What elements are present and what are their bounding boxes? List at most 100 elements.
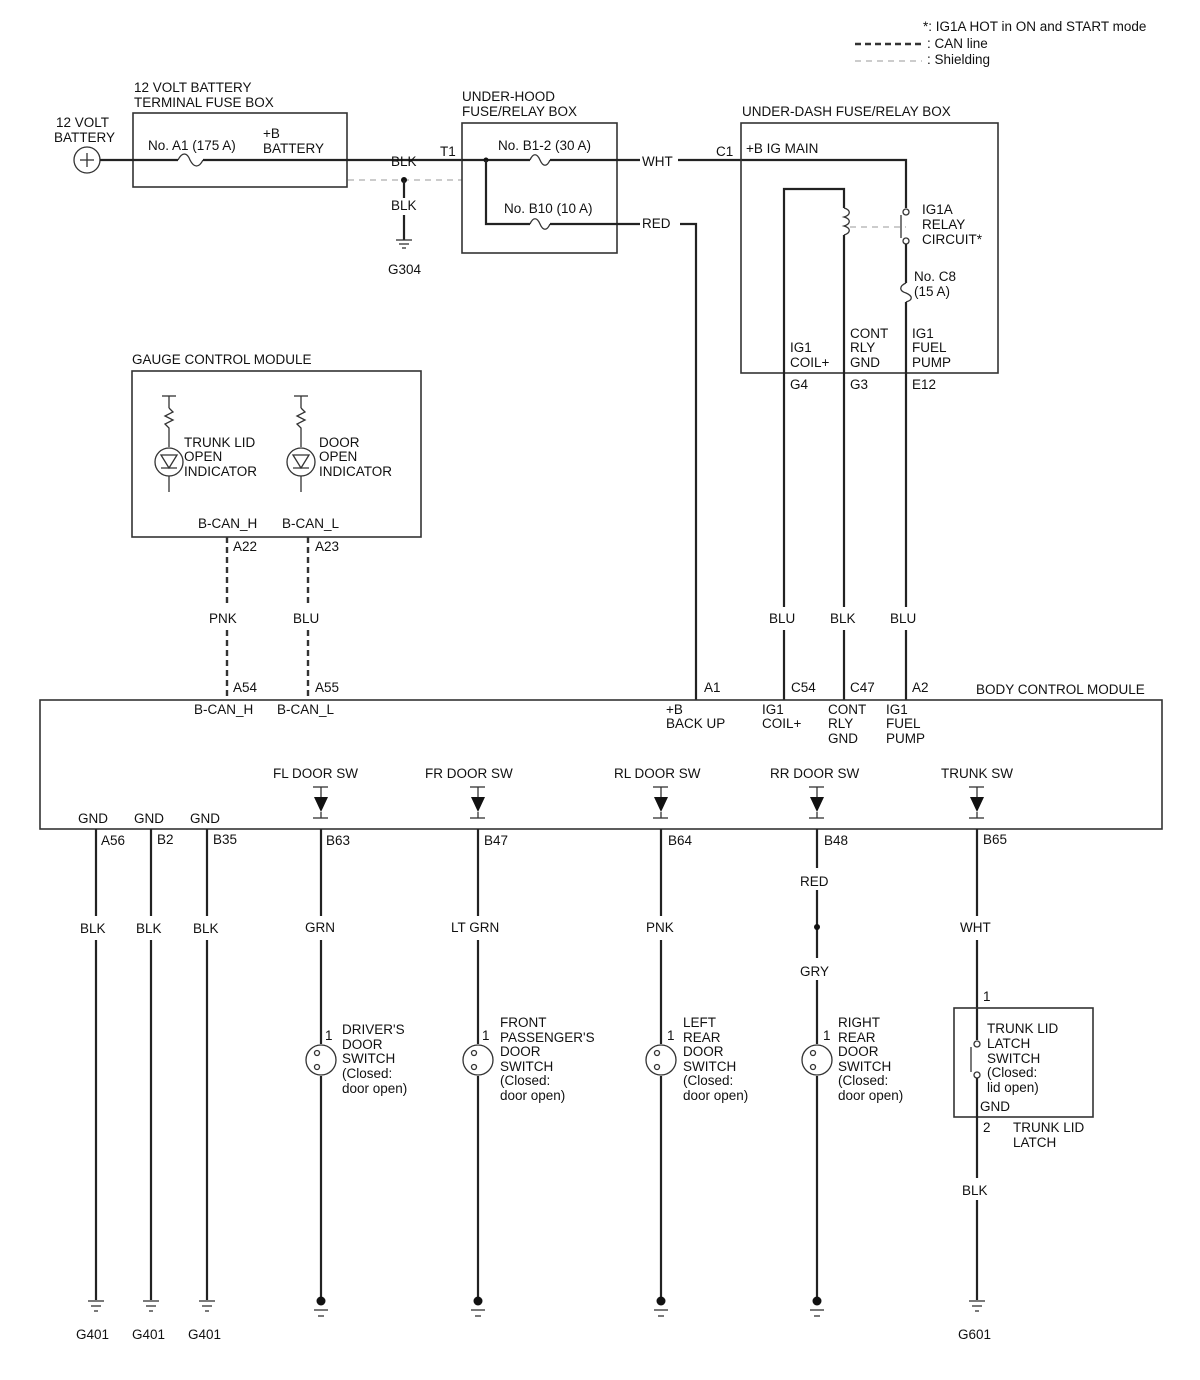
fr-switch-line4: SWITCH (500, 1059, 553, 1074)
wire-grn: GRN (305, 920, 335, 935)
relay-label-line1: IG1A (922, 202, 953, 217)
underdash-term-e12: E12 (912, 377, 936, 392)
underdash-pin-g4-line1: IG1 (790, 340, 812, 355)
right-rear-door-switch-icon (801, 1044, 833, 1076)
terminal-fuse-box-out-line2: BATTERY (263, 141, 324, 156)
ground-g304-branch: BLK BLK G304 (348, 154, 462, 277)
driver-switch-line5: door open) (342, 1081, 407, 1096)
bcm-pin-cont-line1: CONT (828, 702, 866, 717)
ground-g401-a: G401 (76, 1327, 109, 1342)
wire-blk-trunk: BLK (962, 1183, 988, 1198)
wire-pnk-rl: PNK (646, 920, 674, 935)
bcm-pin-cont-line3: GND (828, 731, 858, 746)
wire-blk-top: BLK (391, 154, 417, 169)
fr-switch-line3: DOOR (500, 1044, 541, 1059)
wire-red-underhood: RED (642, 216, 671, 231)
bcm-gnd-b35-label: GND (190, 811, 220, 826)
trunk-indicator-line3: INDICATOR (184, 464, 257, 479)
trunk-latch-sw-line3: SWITCH (987, 1051, 1040, 1066)
underdash-terminal-c1: C1 (716, 144, 733, 159)
legend: *: IG1A HOT in ON and START mode : CAN l… (855, 19, 1146, 67)
wire-blk-b35: BLK (193, 921, 219, 936)
rr-switch-line3: DOOR (838, 1044, 879, 1059)
trunk-indicator-line1: TRUNK LID (184, 435, 256, 450)
case-ground-icons (314, 1296, 824, 1317)
driver-switch-pin: 1 (325, 1028, 333, 1043)
rl-switch-line2: REAR (683, 1030, 721, 1045)
wire-blk-down: BLK (391, 198, 417, 213)
battery-label-line2: BATTERY (54, 130, 115, 145)
ground-g401-c: G401 (188, 1327, 221, 1342)
fr-switch-line5: (Closed: (500, 1073, 550, 1088)
driver-switch-line2: DOOR (342, 1037, 383, 1052)
trunk-latch-pin1: 1 (983, 989, 991, 1004)
underdash-fuse-box: UNDER-DASH FUSE/RELAY BOX C1 +B IG MAIN … (716, 104, 999, 700)
rl-switch-line5: (Closed: (683, 1073, 733, 1088)
legend-relay-note: *: IG1A HOT in ON and START mode (923, 19, 1146, 34)
rr-switch-line1: RIGHT (838, 1015, 880, 1030)
trunk-latch-outline (953, 1007, 1094, 1118)
bcm-pin-can-l: B-CAN_L (277, 702, 335, 717)
driver-switch-line1: DRIVER'S (342, 1022, 405, 1037)
underdash-box-outline (740, 122, 999, 374)
underdash-term-g3: G3 (850, 377, 868, 392)
fuse-b1-2-label: No. B1-2 (30 A) (498, 138, 591, 153)
bcm-pin-fuel-line2: FUEL (886, 716, 921, 731)
gauge-module-title: GAUGE CONTROL MODULE (132, 352, 312, 367)
bcm-pin-can-h: B-CAN_H (194, 702, 253, 717)
bcm-pin-backup-line2: BACK UP (666, 716, 725, 731)
bcm-pin-backup-line1: +B (666, 702, 683, 717)
fr-switch-line2: PASSENGER'S (500, 1030, 595, 1045)
bcm-term-a2: A2 (912, 680, 929, 695)
ground-g401-b: G401 (132, 1327, 165, 1342)
rr-switch-line4: SWITCH (838, 1059, 891, 1074)
wire-blk-b2: BLK (136, 921, 162, 936)
bcm-term-a55: A55 (315, 680, 339, 695)
underhood-terminal-t1: T1 (440, 144, 456, 159)
underdash-pin-g3-line1: CONT (850, 326, 888, 341)
trunk-latch-sw-line2: LATCH (987, 1036, 1030, 1051)
terminal-fuse-box-title-line2: TERMINAL FUSE BOX (134, 95, 274, 110)
fuse-b10-icon (529, 218, 551, 230)
underdash-pin-e12-line3: PUMP (912, 355, 951, 370)
relay-label-line3: CIRCUIT* (922, 232, 983, 247)
wire-blu-fuel: BLU (890, 611, 916, 626)
fuse-b1-2-icon (529, 154, 551, 166)
relay-coil-icon (841, 207, 850, 236)
gauge-control-module: GAUGE CONTROL MODULE TRUNK LID OPEN INDI… (131, 352, 422, 700)
underdash-pin-e12-line2: FUEL (912, 340, 947, 355)
wire-pnk-can: PNK (209, 611, 237, 626)
bcm-rl-door-sw-label: RL DOOR SW (614, 766, 701, 781)
battery: 12 VOLT BATTERY (54, 115, 115, 174)
door-indicator-line3: INDICATOR (319, 464, 392, 479)
terminal-fuse-box-outline (132, 112, 348, 188)
bcm-term-b2: B2 (157, 832, 174, 847)
legend-shielding-label: : Shielding (927, 52, 990, 67)
rl-switch-line1: LEFT (683, 1015, 716, 1030)
underdash-pin-g3-line3: GND (850, 355, 880, 370)
left-rear-door-switch-icon (645, 1044, 677, 1076)
trunk-latch-name-line1: TRUNK LID (1013, 1120, 1085, 1135)
underdash-box-title: UNDER-DASH FUSE/RELAY BOX (742, 104, 951, 119)
gauge-term-a22: A22 (233, 539, 257, 554)
trunk-latch-sw-line5: lid open) (987, 1080, 1039, 1095)
underhood-box-title-line2: FUSE/RELAY BOX (462, 104, 577, 119)
battery-label-line1: 12 VOLT (56, 115, 109, 130)
rl-door-input-arrow-icon (654, 797, 668, 812)
driver-switch-line4: (Closed: (342, 1066, 392, 1081)
bcm-pin-cont-line2: RLY (828, 716, 853, 731)
ground-g601-icon (969, 1300, 985, 1312)
relay-label-line2: RELAY (922, 217, 965, 232)
bcm-term-c54: C54 (791, 680, 816, 695)
wire-wht-trunk: WHT (960, 920, 991, 935)
bcm-pin-fuel-line1: IG1 (886, 702, 908, 717)
terminal-fuse-box-out-line1: +B (263, 126, 280, 141)
wire-red-rr: RED (800, 874, 829, 889)
bcm-title: BODY CONTROL MODULE (976, 682, 1145, 697)
terminal-fuse-box-title-line1: 12 VOLT BATTERY (134, 80, 252, 95)
fr-switch-line1: FRONT (500, 1015, 547, 1030)
fr-switch-pin: 1 (482, 1028, 490, 1043)
door-indicator-line2: OPEN (319, 449, 357, 464)
driver-switch-line3: SWITCH (342, 1051, 395, 1066)
